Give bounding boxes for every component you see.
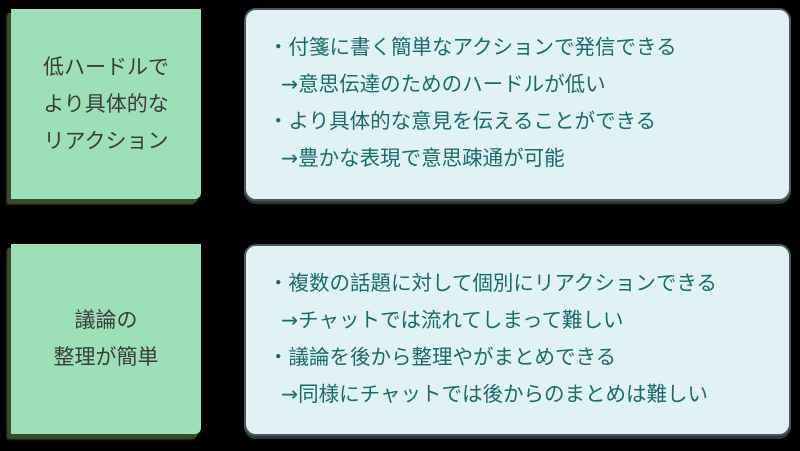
feature-label-text: 低ハードルで より具体的な リアクション [43, 49, 169, 160]
bullet-point: ・複数の話題に対して個別にリアクションできる [268, 271, 717, 295]
label-line: 整理が簡単 [53, 345, 159, 369]
bullet-point: ・付箋に書く簡単なアクションで発信できる [268, 35, 677, 59]
bullet-result: →チャットでは流れてしまって難しい [281, 308, 624, 332]
feature-label-low-hurdle: 低ハードルで より具体的な リアクション [11, 9, 201, 199]
label-line: 低ハードルで [43, 54, 169, 79]
feature-label-easy-organization: 議論の 整理が簡単 [11, 244, 201, 434]
bullet-point: ・より具体的な意見を伝えることができる [268, 109, 657, 133]
label-line: リアクション [43, 128, 169, 153]
bullet-result: →同様にチャットでは後からのまとめは難しい [281, 382, 708, 406]
bullet-point: ・議論を後から整理やがまとめできる [268, 345, 617, 369]
feature-detail-low-hurdle: ・付箋に書く簡単なアクションで発信できる →意思伝達のためのハードルが低い ・よ… [244, 8, 791, 201]
bullet-result: →豊かな表現で意思疎通が可能 [281, 146, 565, 170]
label-line: より具体的な [43, 91, 169, 116]
label-line: 議論の [74, 308, 138, 332]
feature-detail-easy-organization: ・複数の話題に対して個別にリアクションできる →チャットでは流れてしまって難しい… [244, 244, 791, 436]
bullet-result: →意思伝達のためのハードルが低い [281, 72, 606, 96]
feature-label-text: 議論の 整理が簡単 [54, 302, 159, 376]
